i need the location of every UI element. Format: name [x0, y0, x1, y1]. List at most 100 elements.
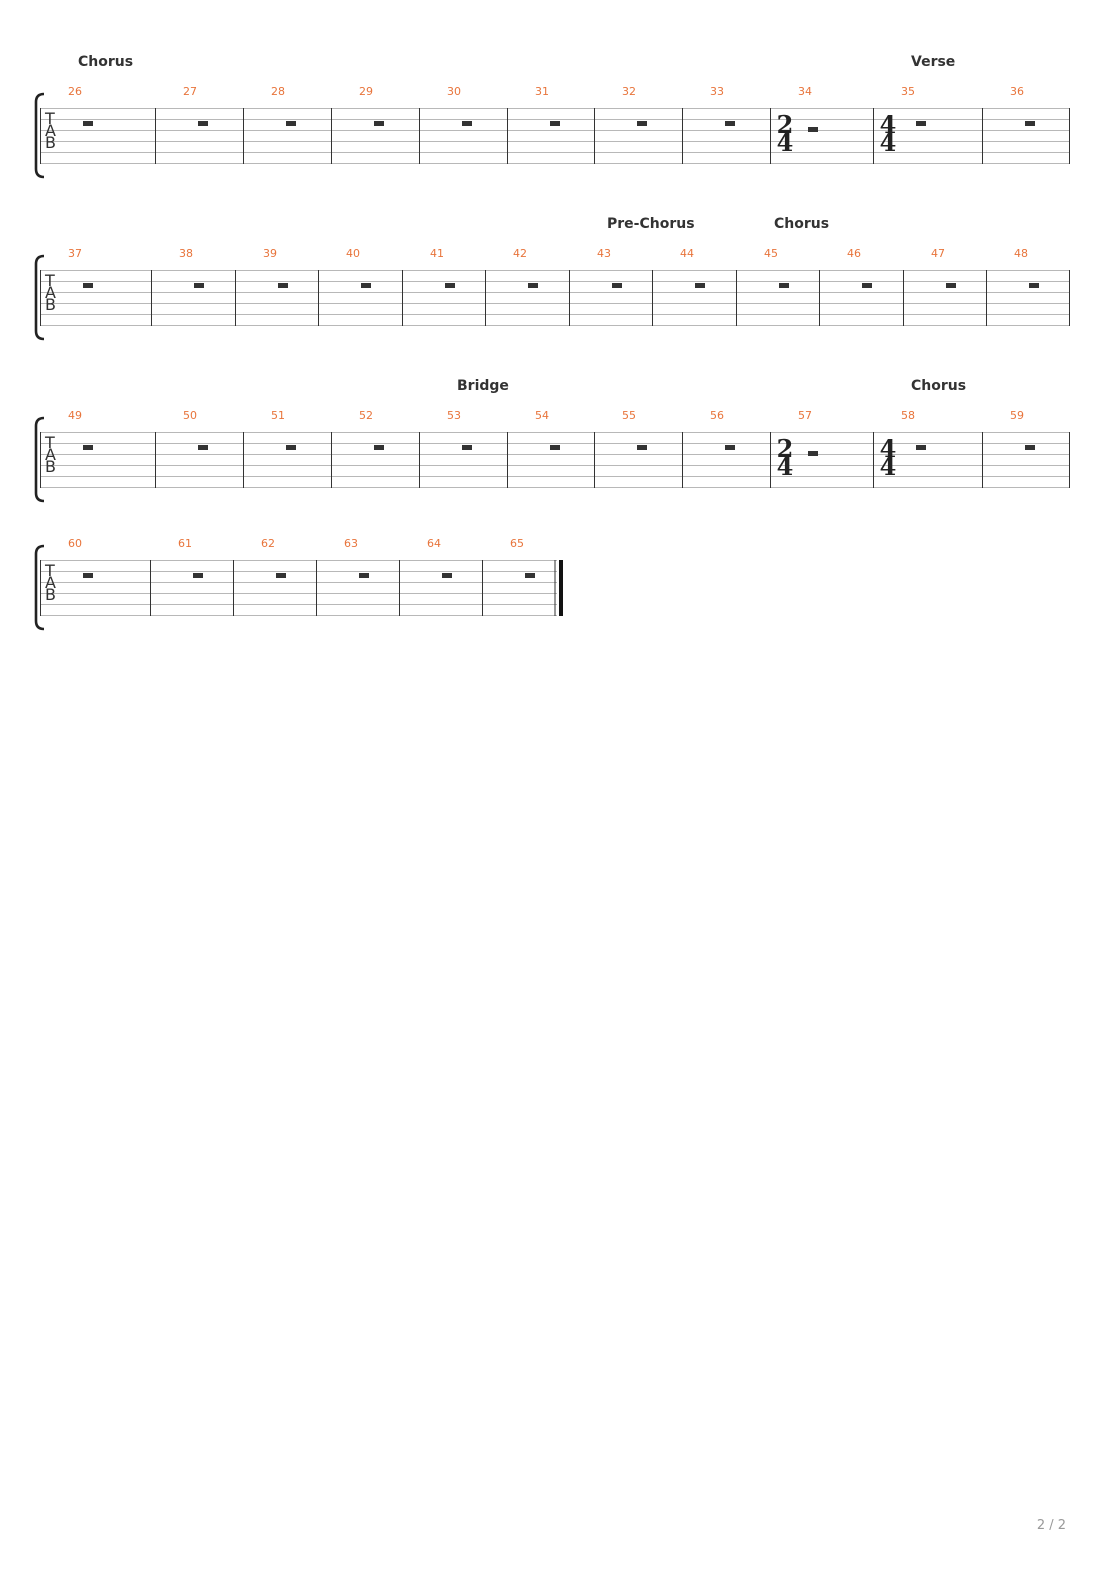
measure-number: 64 — [427, 537, 441, 550]
measure-number: 29 — [359, 85, 373, 98]
rest — [695, 283, 705, 288]
measure-number: 32 — [622, 85, 636, 98]
time-signature-top: 2 — [776, 110, 794, 139]
tab-clef-letter: A — [45, 445, 56, 464]
rest — [286, 445, 296, 450]
rest — [725, 121, 735, 126]
time-signature-top: 2 — [776, 434, 794, 463]
tab-clef-letter: A — [45, 573, 56, 592]
measure-number: 38 — [179, 247, 193, 260]
rest — [198, 121, 208, 126]
measure-number: 34 — [798, 85, 812, 98]
measure-number: 59 — [1010, 409, 1024, 422]
measure-number: 36 — [1010, 85, 1024, 98]
measure-number: 60 — [68, 537, 82, 550]
section-label: Chorus — [774, 216, 830, 232]
rest — [462, 121, 472, 126]
measure-number: 48 — [1014, 247, 1028, 260]
measure-number: 39 — [263, 247, 277, 260]
measure-number: 46 — [847, 247, 861, 260]
rest — [374, 445, 384, 450]
rest — [916, 445, 926, 450]
time-signature-bottom: 4 — [776, 128, 794, 157]
measure-number: 51 — [271, 409, 285, 422]
measure-number: 45 — [764, 247, 778, 260]
tab-clef-letter: A — [45, 283, 56, 302]
tab-clef-letter: T — [45, 109, 55, 128]
rest — [278, 283, 288, 288]
tab-staff — [34, 416, 1070, 503]
measure-number: 53 — [447, 409, 461, 422]
section-label: Chorus — [78, 54, 134, 70]
tab-clef-letter: A — [45, 121, 56, 140]
rest — [1025, 445, 1035, 450]
tab-staff — [34, 254, 1070, 341]
rest — [637, 121, 647, 126]
measure-number: 41 — [430, 247, 444, 260]
measure-number: 52 — [359, 409, 373, 422]
rest — [808, 451, 818, 456]
time-signature-bottom: 4 — [879, 128, 897, 157]
section-label: Verse — [911, 54, 956, 70]
rest — [374, 121, 384, 126]
measure-number: 26 — [68, 85, 82, 98]
measure-number: 47 — [931, 247, 945, 260]
system-bracket — [34, 92, 45, 179]
rest — [550, 445, 560, 450]
rest — [445, 283, 455, 288]
rest — [808, 127, 818, 132]
rest — [612, 283, 622, 288]
time-signature-top: 4 — [879, 434, 897, 463]
rest — [83, 121, 93, 126]
rest — [946, 283, 956, 288]
measure-number: 28 — [271, 85, 285, 98]
time-signature-bottom: 4 — [879, 452, 897, 481]
measure-number: 44 — [680, 247, 694, 260]
rest — [442, 573, 452, 578]
rest — [361, 283, 371, 288]
measure-number: 27 — [183, 85, 197, 98]
measure-number: 43 — [597, 247, 611, 260]
measure-number: 61 — [178, 537, 192, 550]
section-label: Chorus — [911, 378, 967, 394]
tab-clef-letter: T — [45, 433, 55, 452]
measure-number: 33 — [710, 85, 724, 98]
rest — [286, 121, 296, 126]
tab-clef-letter: T — [45, 271, 55, 290]
rest — [637, 445, 647, 450]
tab-clef-letter: B — [45, 457, 56, 476]
section-label: Pre-Chorus — [607, 216, 695, 232]
rest — [83, 445, 93, 450]
rest — [1025, 121, 1035, 126]
tab-clef-letter: B — [45, 585, 56, 604]
measure-number: 63 — [344, 537, 358, 550]
system-bracket — [34, 416, 45, 503]
measure-number: 62 — [261, 537, 275, 550]
measure-number: 50 — [183, 409, 197, 422]
tab-clef-letter: B — [45, 133, 56, 152]
tab-staff — [34, 544, 563, 631]
rest — [462, 445, 472, 450]
measure-number: 30 — [447, 85, 461, 98]
time-signature-top: 4 — [879, 110, 897, 139]
final-barline-thick — [559, 560, 563, 616]
rest — [359, 573, 369, 578]
measure-number: 65 — [510, 537, 524, 550]
measure-number: 56 — [710, 409, 724, 422]
rest — [528, 283, 538, 288]
rest — [779, 283, 789, 288]
measure-number: 42 — [513, 247, 527, 260]
rest — [725, 445, 735, 450]
rest — [194, 283, 204, 288]
rest — [862, 283, 872, 288]
tab-clef-letter: T — [45, 561, 55, 580]
rest — [276, 573, 286, 578]
measure-number: 54 — [535, 409, 549, 422]
